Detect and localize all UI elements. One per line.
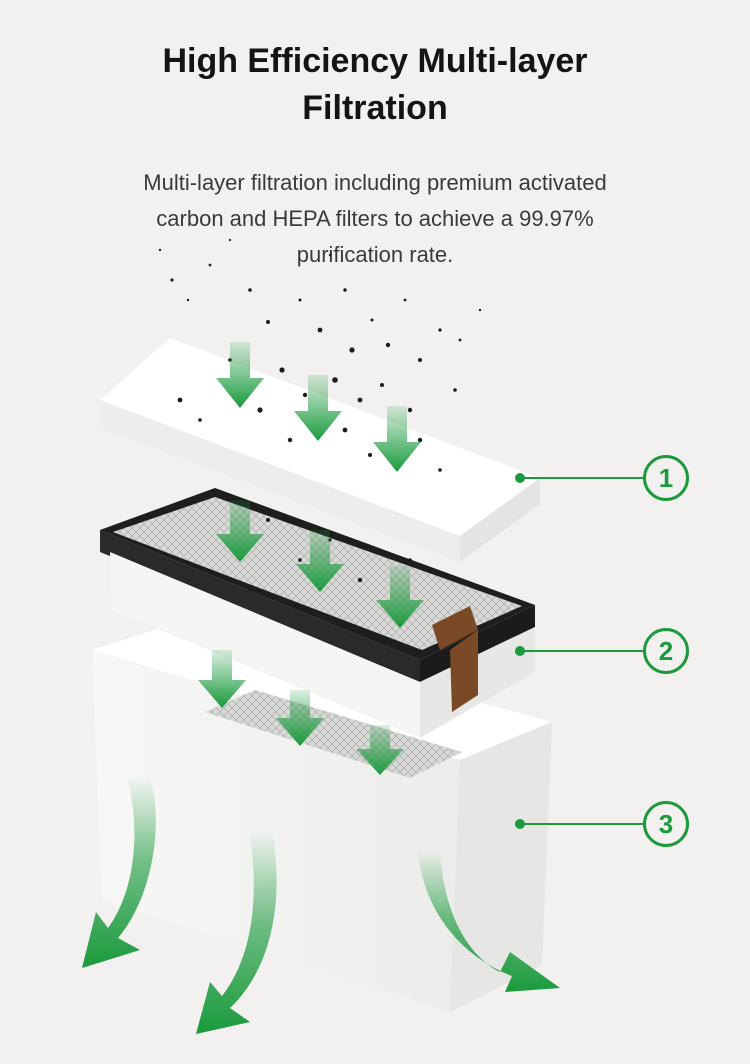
callout-label-2: 2 bbox=[658, 635, 674, 666]
arrow-down-icon bbox=[198, 342, 424, 775]
callout-label-3: 3 bbox=[658, 808, 674, 839]
callout-marker-3: 3 bbox=[643, 801, 689, 847]
page-title: High Efficiency Multi-layer Filtration bbox=[0, 38, 750, 132]
airflow-arrow-icon bbox=[82, 775, 560, 1034]
title-line-1: High Efficiency Multi-layer bbox=[162, 42, 588, 80]
callout-marker-2: 2 bbox=[643, 628, 689, 674]
dust-particles bbox=[158, 238, 482, 592]
description-line-3: purification rate. bbox=[296, 242, 454, 267]
description-line-1: Multi-layer filtration including premium… bbox=[143, 170, 607, 195]
callout-marker-1: 1 bbox=[643, 455, 689, 501]
callout-lines bbox=[515, 473, 644, 829]
callout-label-1: 1 bbox=[658, 462, 674, 493]
title-line-2: Filtration bbox=[302, 89, 448, 127]
page-description: Multi-layer filtration including premium… bbox=[70, 165, 680, 273]
description-line-2: carbon and HEPA filters to achieve a 99.… bbox=[156, 206, 594, 231]
